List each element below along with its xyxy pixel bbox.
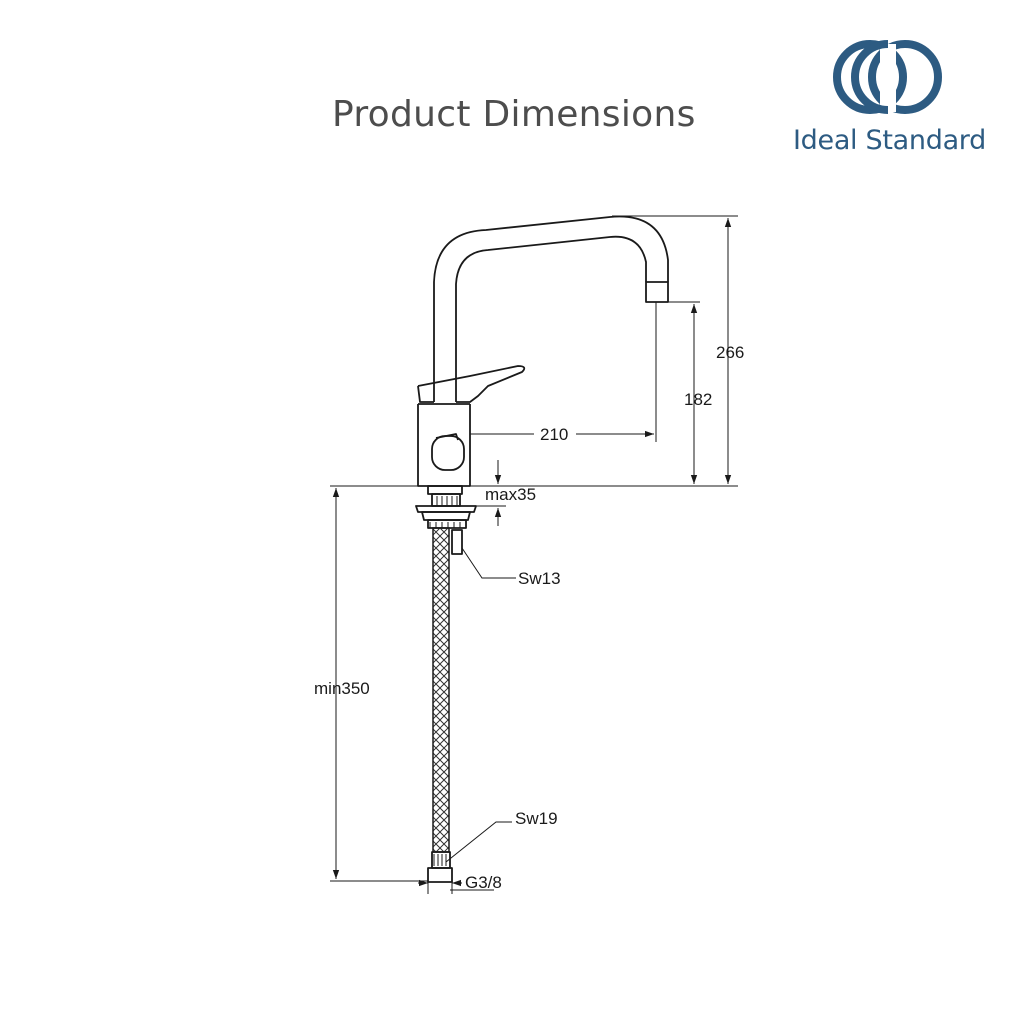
faucet-outline	[415, 215, 669, 883]
braided-hose	[432, 527, 450, 853]
page-title: Product Dimensions	[332, 94, 696, 135]
ideal-standard-logo-icon	[833, 40, 942, 114]
hose-length-label: min350	[314, 679, 370, 698]
spout-height-label: 182	[684, 390, 712, 409]
brand-name: Ideal Standard	[793, 125, 986, 156]
dimension-lines	[330, 215, 738, 894]
overall-height-label: 266	[716, 343, 744, 362]
deck-thickness-label: max35	[485, 485, 536, 504]
bottom-nut-label: Sw19	[515, 809, 558, 828]
deck-hatching	[429, 496, 461, 866]
top-nut-label: Sw13	[518, 569, 561, 588]
spout-reach-label: 210	[540, 425, 568, 444]
thread-size-label: G3/8	[465, 873, 502, 892]
